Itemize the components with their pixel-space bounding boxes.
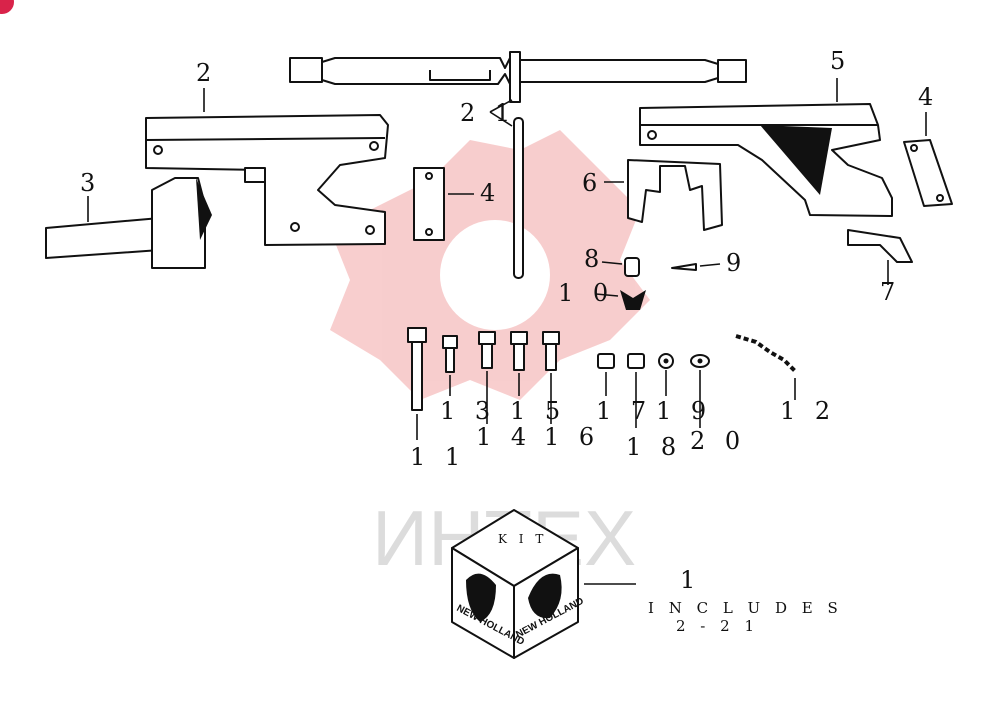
callout-9: 9 bbox=[726, 249, 747, 277]
callout-7: 7 bbox=[880, 278, 901, 306]
callout-19: 1 9 bbox=[656, 397, 712, 425]
long-bolt bbox=[407, 327, 427, 440]
callout-14: 1 4 bbox=[476, 423, 532, 451]
bolt-15 bbox=[510, 331, 528, 396]
new-holland-logo-right-icon bbox=[528, 573, 562, 619]
right-bracket bbox=[639, 78, 913, 285]
lock-washer bbox=[658, 353, 674, 396]
u-bracket bbox=[604, 159, 723, 231]
callout-6: 6 bbox=[582, 169, 603, 197]
right-plate bbox=[903, 112, 953, 207]
callout-20: 2 0 bbox=[690, 427, 746, 455]
left-plate bbox=[413, 167, 474, 241]
callout-18: 1 8 bbox=[626, 433, 682, 461]
callout-8: 8 bbox=[584, 245, 605, 273]
bushing bbox=[601, 257, 640, 277]
rod-pin bbox=[489, 99, 524, 279]
callout-17: 1 7 bbox=[596, 397, 652, 425]
callout-4-right: 4 bbox=[918, 83, 939, 111]
left-bracket bbox=[145, 88, 389, 246]
callout-3: 3 bbox=[80, 169, 101, 197]
bolt-16 bbox=[542, 331, 560, 424]
callout-2: 2 bbox=[196, 59, 217, 87]
includes-range: 2 - 2 1 bbox=[676, 617, 759, 635]
nut-17 bbox=[597, 353, 615, 396]
nut-18 bbox=[627, 353, 645, 428]
bolt-13 bbox=[442, 335, 458, 396]
flat-washer bbox=[690, 354, 710, 428]
corner-badge bbox=[0, 0, 14, 14]
callout-13: 1 3 bbox=[440, 397, 496, 425]
new-holland-logo-left-icon bbox=[466, 573, 496, 622]
cotter-pin bbox=[671, 263, 721, 271]
callout-15: 1 5 bbox=[510, 397, 566, 425]
callout-4-left: 4 bbox=[480, 179, 501, 207]
callout-21: 2 1 bbox=[460, 99, 516, 127]
includes-note: I N C L U D E S bbox=[648, 599, 843, 617]
callout-1: 1 bbox=[680, 566, 701, 594]
callout-5: 5 bbox=[830, 47, 851, 75]
callout-11: 1 1 bbox=[410, 443, 466, 471]
callout-12: 1 2 bbox=[780, 397, 836, 425]
left-support-arm bbox=[45, 177, 212, 269]
top-shaft bbox=[289, 51, 747, 103]
kit-label: K I T bbox=[498, 532, 547, 546]
callout-16: 1 6 bbox=[544, 423, 600, 451]
wing-nut bbox=[595, 290, 646, 310]
bolt-14 bbox=[478, 331, 496, 424]
callout-10: 1 0 bbox=[558, 279, 614, 307]
kit-box: K I T NEW HOLLAND NEW HOLLAND bbox=[451, 509, 636, 659]
chain bbox=[735, 334, 798, 400]
